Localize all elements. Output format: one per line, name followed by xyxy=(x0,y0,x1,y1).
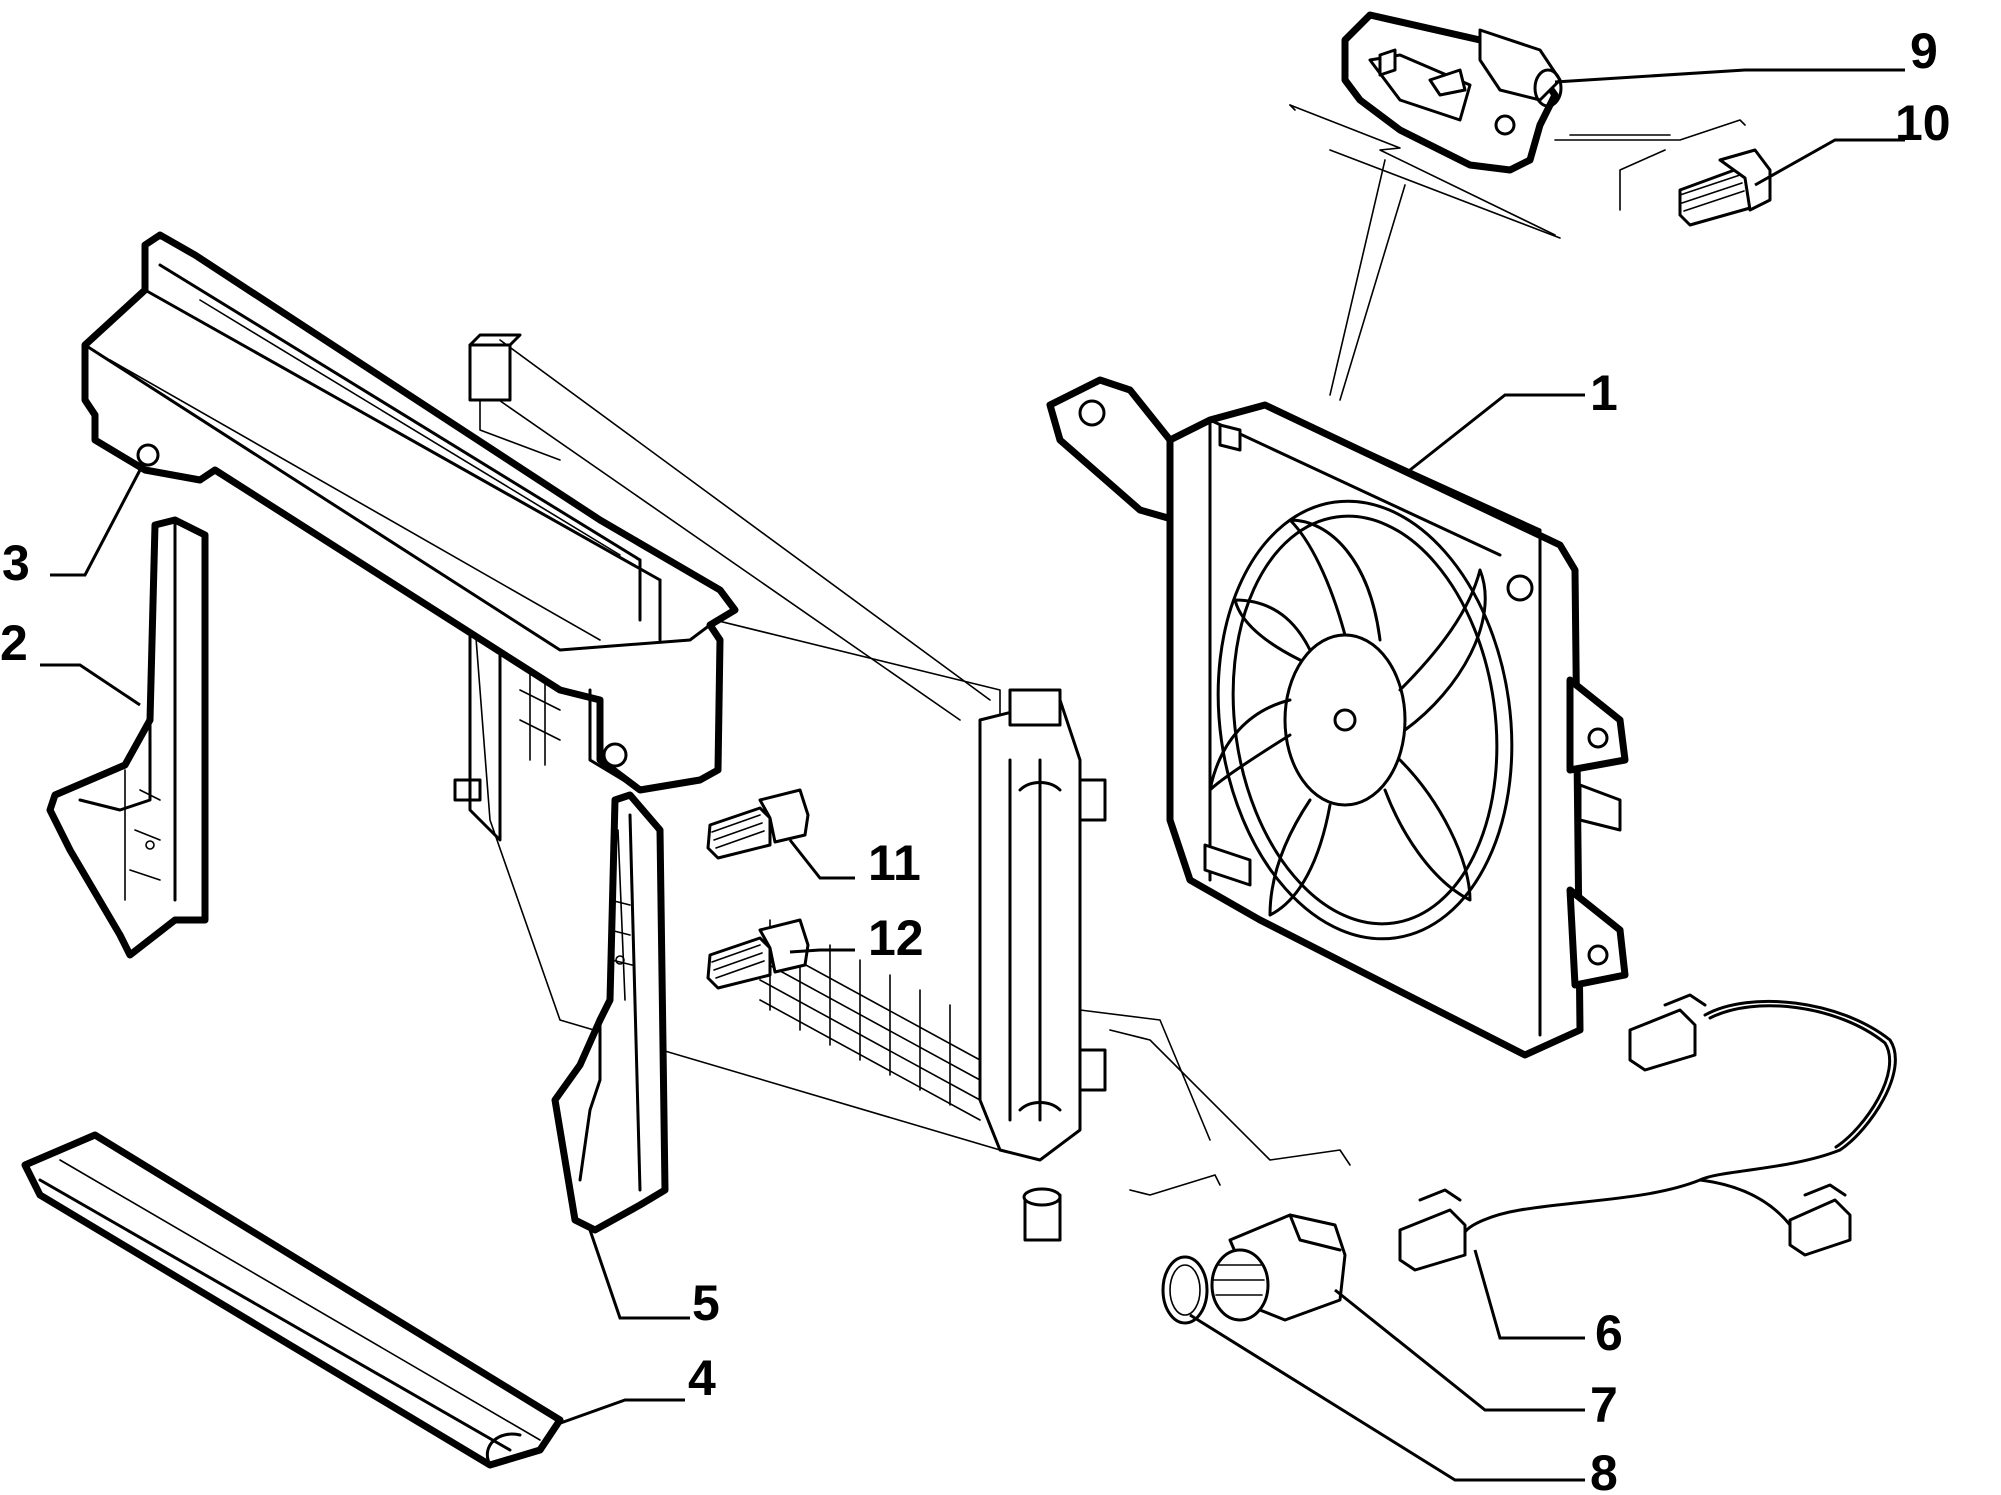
fan-resistor-icon xyxy=(1341,11,1563,174)
callout-leaders xyxy=(40,68,1905,1482)
callout-label-7: 7 xyxy=(1590,1377,1618,1433)
bolt-icon xyxy=(706,788,810,990)
callout-label-10: 10 xyxy=(1895,95,1951,151)
crossmember-icon xyxy=(81,231,739,794)
fan-icon xyxy=(1046,376,1629,1059)
right-deflector-icon xyxy=(551,791,669,1234)
callout-label-5: 5 xyxy=(692,1275,720,1331)
seal-strip-icon xyxy=(21,1131,564,1469)
left-deflector-icon xyxy=(46,516,209,959)
sealing-ring-icon xyxy=(1161,1255,1209,1325)
callout-label-1: 1 xyxy=(1590,365,1618,421)
callout-label-4: 4 xyxy=(688,1350,716,1406)
callout-label-9: 9 xyxy=(1910,23,1938,79)
radiator-icon xyxy=(453,333,1107,1242)
callout-label-12: 12 xyxy=(868,910,924,966)
thermal-switch-icon xyxy=(1210,1213,1347,1322)
callout-label-3: 3 xyxy=(2,535,30,591)
callout-label-6: 6 xyxy=(1595,1305,1623,1361)
callout-label-2: 2 xyxy=(0,615,28,671)
callout-label-11: 11 xyxy=(868,835,921,891)
bolt-icon xyxy=(1678,148,1772,227)
callout-label-8: 8 xyxy=(1590,1445,1618,1495)
connector-icon xyxy=(1398,993,1852,1272)
